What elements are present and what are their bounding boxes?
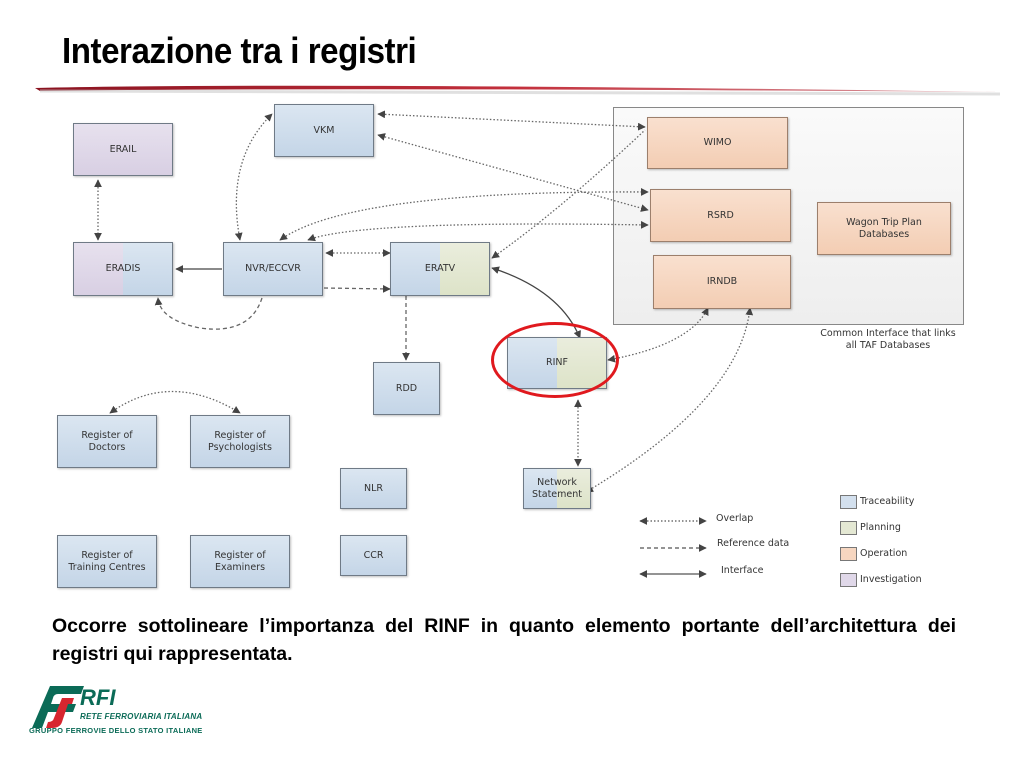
node-network-statement[interactable]: Network Statement <box>523 468 591 509</box>
node-label: WIMO <box>703 137 732 148</box>
legend-overlap: Overlap <box>716 513 754 524</box>
logo-subtitle: RETE FERROVIARIA ITALIANA <box>80 712 203 721</box>
node-label: NLR <box>364 482 383 494</box>
slide-body-text: Occorre sottolineare l’importanza del RI… <box>52 615 956 665</box>
legend-traceability: Traceability <box>860 496 915 507</box>
node-label: Wagon Trip Plan Databases <box>846 216 922 240</box>
legend-swatch-operation <box>840 547 857 561</box>
logo-brand: RFI <box>80 685 116 710</box>
node-label: VKM <box>313 124 335 136</box>
rfi-logo-icon <box>32 686 84 728</box>
legend-investigation: Investigation <box>860 574 922 585</box>
node-rdd[interactable]: RDD <box>373 362 440 415</box>
node-eratv[interactable]: ERATV <box>390 242 490 296</box>
slide-title: Interazione tra i registri <box>62 30 417 71</box>
node-wagon-trip-plan[interactable]: Wagon Trip Plan Databases <box>817 202 951 255</box>
node-eradis[interactable]: ERADIS <box>73 242 173 296</box>
node-nvr-eccvr[interactable]: NVR/ECCVR <box>223 242 323 296</box>
legend-operation: Operation <box>860 548 908 559</box>
node-label: RDD <box>395 382 418 394</box>
node-ccr[interactable]: CCR <box>340 535 407 576</box>
node-label: Register of Training Centres <box>68 549 146 573</box>
node-wimo[interactable]: WIMO <box>647 117 788 169</box>
node-irndb[interactable]: IRNDB <box>653 255 791 309</box>
logo-group: GRUPPO FERROVIE DELLO STATO ITALIANE <box>29 726 203 735</box>
node-label: IRNDB <box>706 276 738 287</box>
node-register-training-centres[interactable]: Register of Training Centres <box>57 535 157 588</box>
legend-reference-data: Reference data <box>717 538 790 549</box>
node-label: Register of Doctors <box>81 429 133 453</box>
node-label: NVR/ECCVR <box>245 263 301 274</box>
node-label: Network Statement <box>532 476 582 500</box>
node-register-examiners[interactable]: Register of Examiners <box>190 535 290 588</box>
node-erail[interactable]: ERAIL <box>73 123 173 176</box>
legend-interface: Interface <box>721 565 764 576</box>
node-label: CCR <box>363 549 384 561</box>
title-underline-swoosh <box>35 85 1001 96</box>
legend-swatch-traceability <box>840 495 857 509</box>
node-rsrd[interactable]: RSRD <box>650 189 791 242</box>
node-label: Register of Examiners <box>214 549 266 573</box>
rinf-highlight-circle <box>491 322 619 398</box>
node-register-doctors[interactable]: Register of Doctors <box>57 415 157 468</box>
node-label: Register of Psychologists <box>208 429 272 453</box>
node-label: ERADIS <box>105 263 141 274</box>
node-vkm[interactable]: VKM <box>274 104 374 157</box>
node-label: ERAIL <box>109 143 137 155</box>
taf-caption: Common Interface that links all TAF Data… <box>820 328 956 351</box>
legend-planning: Planning <box>860 522 901 533</box>
node-nlr[interactable]: NLR <box>340 468 407 509</box>
legend-swatch-planning <box>840 521 857 535</box>
legend-swatch-investigation <box>840 573 857 587</box>
node-label: ERATV <box>424 263 456 274</box>
node-label: RSRD <box>707 209 734 221</box>
node-register-psychologists[interactable]: Register of Psychologists <box>190 415 290 468</box>
